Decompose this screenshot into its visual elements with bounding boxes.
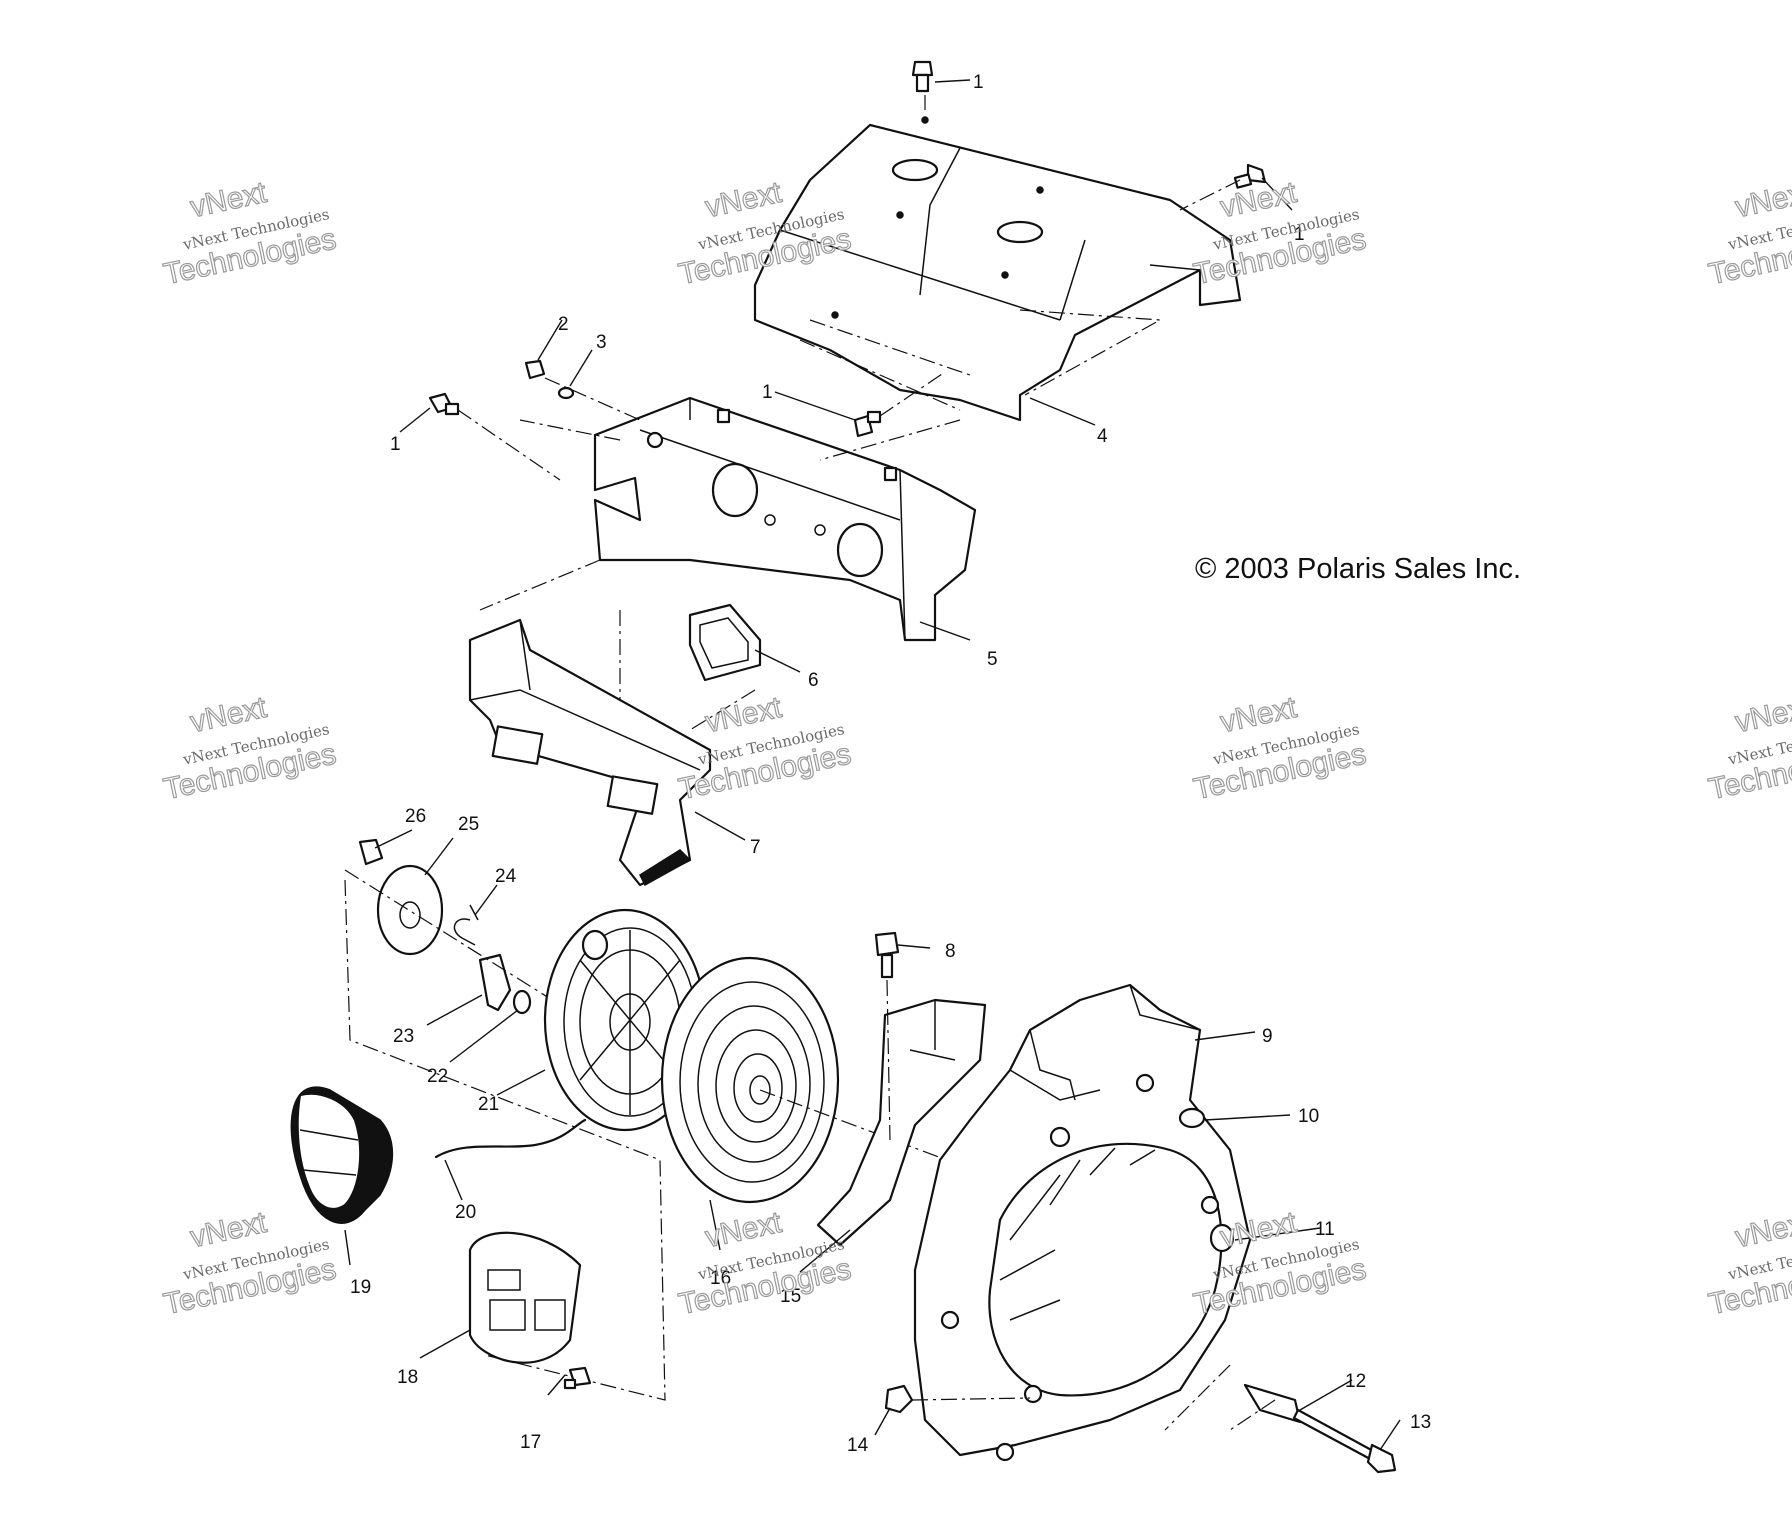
recoil-spring-16	[660, 956, 840, 1204]
bolt-axis-lines	[457, 95, 1241, 481]
exhaust-bracket	[593, 396, 977, 642]
bracket-12	[1243, 1383, 1302, 1424]
fastener-1-right	[1233, 163, 1267, 189]
bolt-8-axis-line	[886, 979, 891, 1141]
lower-bracket	[468, 618, 712, 887]
watermark-1: vNext vNext Technologies Technologies	[160, 175, 339, 292]
nut-14	[884, 1384, 914, 1414]
svg-text:vNext: vNext	[1732, 691, 1792, 739]
fastener-1-mid	[853, 410, 882, 438]
watermark-edge-mid: vNext vNext Technologies Technologies	[1705, 690, 1792, 807]
exhaust-gasket	[688, 603, 762, 682]
bolt-13	[1292, 1408, 1397, 1474]
fastener-1-top	[911, 60, 934, 93]
callout-21: 21	[478, 1094, 499, 1115]
starter-handle-19	[290, 1086, 394, 1224]
callout-9: 9	[1262, 1026, 1273, 1047]
starter-axis-line	[344, 869, 601, 1031]
svg-text:vNext: vNext	[702, 176, 785, 224]
top-shroud	[753, 116, 1242, 422]
watermark-8: vNext vNext Technologies Technologies	[675, 1205, 854, 1322]
callout-26: 26	[405, 806, 426, 827]
bolt-8	[874, 931, 900, 979]
callout-1-right: 1	[1294, 224, 1305, 245]
svg-text:vNext: vNext	[1217, 176, 1300, 224]
nut-2	[524, 359, 546, 380]
callout-25: 25	[458, 814, 479, 835]
callout-1-top: 1	[973, 72, 984, 93]
svg-text:vNext: vNext	[187, 176, 270, 224]
shroud-outline-dash	[799, 309, 1163, 411]
svg-text:vNext: vNext	[187, 691, 270, 739]
callout-numbers: 1 1 1 1 2 3 4 5 6 7 8 9 10 11 12 13 14 1…	[350, 72, 1431, 1456]
washer-3	[557, 386, 575, 400]
watermark-edge-top: vNext vNext Technologies Technologies	[1705, 175, 1792, 292]
callout-4: 4	[1097, 426, 1108, 447]
rope-guide-line	[344, 879, 666, 1401]
callout-20: 20	[455, 1202, 476, 1223]
callout-11: 11	[1315, 1219, 1335, 1240]
starter-plate-15	[816, 998, 987, 1247]
watermark-4: vNext vNext Technologies Technologies	[160, 690, 339, 807]
svg-text:vNext: vNext	[1217, 691, 1300, 739]
friction-plate-25	[376, 864, 444, 956]
copyright-notice: © 2003 Polaris Sales Inc.	[1195, 553, 1522, 585]
callout-5: 5	[987, 649, 998, 670]
callout-12: 12	[1345, 1371, 1366, 1392]
grommet-11	[1209, 1223, 1235, 1253]
callout-8: 8	[945, 941, 956, 962]
callout-14: 14	[847, 1435, 869, 1456]
svg-text:vNext: vNext	[187, 1206, 270, 1254]
rope-guide-18	[468, 1231, 582, 1364]
callout-18: 18	[397, 1367, 418, 1388]
callout-15: 15	[780, 1286, 801, 1307]
callout-16: 16	[710, 1268, 731, 1289]
spring-clip-24	[453, 904, 479, 946]
pawl-23	[478, 953, 512, 1012]
callout-22: 22	[427, 1066, 448, 1087]
callout-19: 19	[350, 1277, 371, 1298]
svg-text:vNext: vNext	[1732, 176, 1792, 224]
callout-24: 24	[495, 866, 517, 887]
starter-rope-20	[434, 1118, 587, 1159]
watermark-6: vNext vNext Technologies Technologies	[1190, 690, 1369, 807]
callout-1-left: 1	[390, 434, 401, 455]
callout-7: 7	[750, 837, 761, 858]
watermark-7: vNext vNext Technologies Technologies	[160, 1205, 339, 1322]
svg-text:vNext: vNext	[702, 1206, 785, 1254]
callout-6: 6	[808, 670, 819, 691]
watermark-9: vNext vNext Technologies Technologies	[1190, 1205, 1369, 1322]
nut-26	[358, 838, 384, 866]
pulley-axis-line	[759, 1089, 961, 1166]
svg-text:vNext: vNext	[702, 691, 785, 739]
bracket-outline-dash	[479, 419, 961, 760]
fastener-1-left	[428, 392, 460, 416]
callout-1-mid: 1	[762, 382, 773, 403]
leader-lines	[344, 79, 1401, 1451]
screw-17	[563, 1366, 592, 1390]
bushing-22	[512, 989, 532, 1015]
fan-housing-9	[913, 983, 1252, 1462]
plug-10	[1178, 1107, 1206, 1129]
callout-2: 2	[558, 314, 569, 335]
callout-10: 10	[1298, 1106, 1319, 1127]
watermark-edge-bottom: vNext vNext Technologies Technologies	[1705, 1205, 1792, 1322]
callout-3: 3	[596, 332, 607, 353]
housing-axis-lines	[911, 1364, 1276, 1431]
callout-23: 23	[393, 1026, 414, 1047]
callout-13: 13	[1410, 1412, 1431, 1433]
svg-text:vNext: vNext	[1732, 1206, 1792, 1254]
callout-17: 17	[520, 1432, 541, 1453]
